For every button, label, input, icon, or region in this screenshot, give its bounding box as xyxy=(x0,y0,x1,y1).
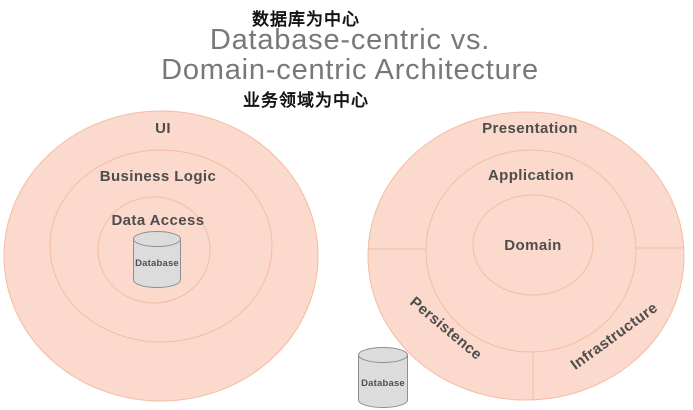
right-database-label: Database xyxy=(361,378,405,389)
page-title-line1: Database-centric vs. xyxy=(209,24,491,56)
right-label-presentation: Presentation xyxy=(482,120,578,137)
left-database-label: Database xyxy=(135,258,179,269)
chinese-caption-database-centric: 数据库为中心 xyxy=(252,10,360,29)
right-label-application: Application xyxy=(488,167,574,184)
right-middle-ring xyxy=(425,149,637,353)
left-label-ui: UI xyxy=(155,120,171,137)
right-inner-ring xyxy=(472,194,594,296)
left-inner-ring xyxy=(97,196,211,304)
left-label-data-access: Data Access xyxy=(111,212,204,229)
database-centric-diagram: UI Business Logic Data Access Database xyxy=(3,110,319,402)
page-title-line2: Domain-centric Architecture xyxy=(161,54,539,86)
right-outer-ring xyxy=(367,111,685,401)
left-label-business-logic: Business Logic xyxy=(100,168,216,185)
left-middle-ring xyxy=(49,149,273,343)
database-icon: Database xyxy=(358,347,408,408)
chinese-caption-domain-centric: 业务领域为中心 xyxy=(243,91,369,110)
right-label-domain: Domain xyxy=(504,237,561,254)
domain-centric-diagram: Presentation Application Domain Persiste… xyxy=(358,111,685,408)
database-icon: Database xyxy=(133,231,181,288)
